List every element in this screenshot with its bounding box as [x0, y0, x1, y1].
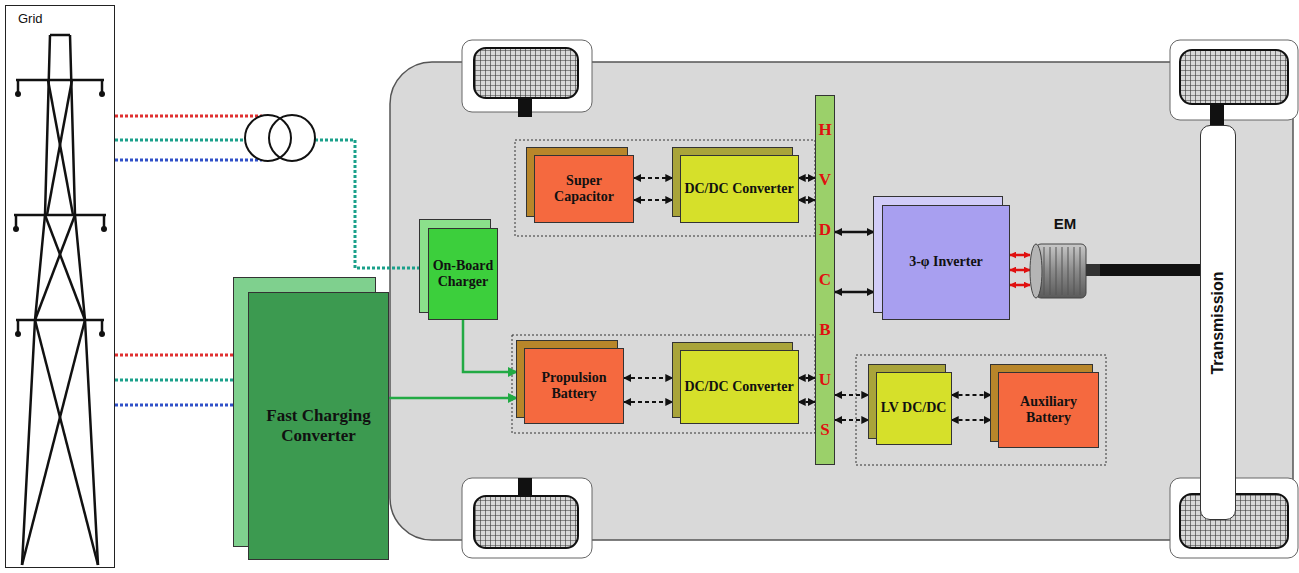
connector: [835, 291, 874, 294]
node-label: EM: [1054, 215, 1077, 232]
connector: [1010, 254, 1030, 257]
connector: [799, 401, 816, 403]
connector: [624, 401, 673, 403]
converter-box: DC/DC Converter: [680, 350, 799, 424]
node-label: HVDCBUS: [817, 105, 834, 455]
wheel-well: [462, 478, 592, 558]
motor-node: EM: [1030, 215, 1100, 305]
charger-box: Fast Charging Converter: [248, 292, 389, 560]
node-label: Transmission: [1209, 271, 1227, 374]
wheel: [474, 48, 578, 98]
motor-fin: [1068, 247, 1069, 295]
motor-fin: [1044, 247, 1045, 295]
storage-box: Super Capacitor: [534, 155, 634, 223]
connector: [952, 394, 992, 396]
transformer-symbol: [245, 115, 315, 161]
connector: [835, 231, 874, 234]
phase-wire: [115, 404, 238, 407]
wheel-well: [1170, 40, 1298, 120]
transmission-box: Transmission: [1200, 125, 1236, 520]
transmission-tower: [14, 35, 106, 565]
connector: [835, 394, 869, 396]
dc-bus-bar: HVDCBUS: [815, 95, 835, 465]
node-label: Grid: [18, 11, 43, 26]
charger-box: On-Board Charger: [428, 228, 498, 320]
converter-box: LV DC/DC: [876, 372, 952, 445]
inverter-box: 3-φ Inverter: [882, 205, 1010, 320]
motor-fin: [1062, 247, 1063, 295]
connector: [115, 379, 234, 382]
connector: [799, 377, 816, 379]
insulator-dots: [13, 91, 107, 337]
motor-fin: [1056, 247, 1057, 295]
connector: [624, 377, 673, 379]
phase-wire: [115, 115, 262, 118]
phase-wire: [115, 159, 262, 162]
converter-box: DC/DC Converter: [680, 155, 799, 223]
node-label: Propulsion Battery: [525, 370, 623, 402]
node-label: 3-φ Inverter: [909, 254, 983, 270]
connector: [1010, 269, 1030, 272]
node-label: Auxiliary Battery: [999, 394, 1098, 426]
motor-fin: [1050, 247, 1051, 295]
node-label: On-Board Charger: [429, 258, 497, 290]
connector: [634, 177, 673, 179]
connector: [463, 320, 517, 372]
motor-illustration: [1030, 244, 1100, 298]
wheel: [474, 496, 578, 548]
connector: [389, 397, 517, 400]
storage-box: Propulsion Battery: [524, 348, 624, 424]
motor-fin: [1080, 247, 1081, 295]
connector: [952, 419, 992, 421]
storage-box: Auxiliary Battery: [998, 372, 1099, 448]
connector: [634, 199, 673, 201]
motor-fin: [1074, 247, 1075, 295]
connector: [799, 199, 816, 201]
grid-box: Grid: [5, 5, 115, 568]
wheel: [1180, 50, 1288, 104]
connector: [1010, 284, 1030, 287]
node-label: DC/DC Converter: [684, 181, 793, 197]
node-label: Super Capacitor: [535, 173, 633, 205]
node-label: DC/DC Converter: [684, 379, 793, 395]
group-outline: [515, 140, 815, 236]
node-label: Fast Charging Converter: [249, 406, 388, 445]
connector: [835, 419, 869, 421]
phase-wire: [115, 354, 238, 357]
vehicle-body: [390, 62, 1293, 540]
connector: [799, 177, 816, 179]
connector: [1100, 264, 1200, 276]
node-label: LV DC/DC: [881, 400, 947, 416]
group-outline: [512, 335, 815, 433]
group-outline: [856, 355, 1106, 465]
